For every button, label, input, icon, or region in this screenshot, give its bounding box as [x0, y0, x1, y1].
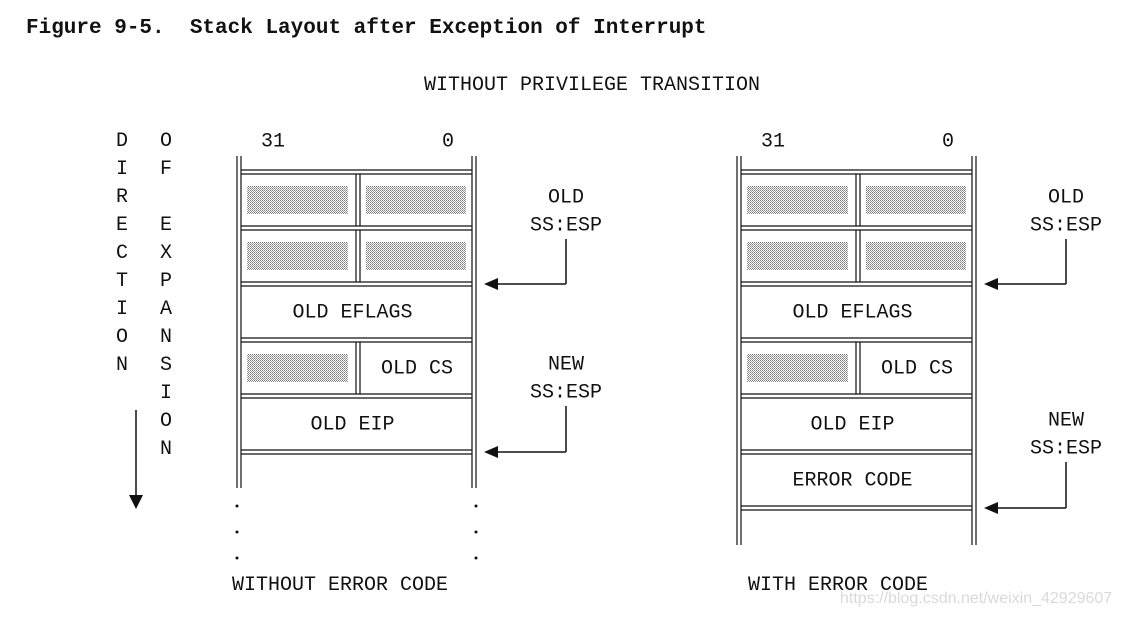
dir-col2-char: N — [159, 326, 172, 349]
left-stack-continuation-dot — [235, 504, 239, 508]
right-stack-reserved-shade — [747, 186, 848, 214]
dir-col1-char: N — [115, 354, 128, 377]
dir-col1-char: D — [115, 130, 128, 153]
left-stack-cell-label: OLD EIP — [310, 413, 394, 436]
left-stack-reserved-shade — [247, 354, 348, 382]
right-stack-new-ss-esp-line1: NEW — [1048, 409, 1084, 432]
dir-col2-char: S — [159, 354, 172, 377]
diagram-subtitle: WITHOUT PRIVILEGE TRANSITION — [424, 74, 761, 97]
figure-title: Figure 9-5. Stack Layout after Exception… — [26, 17, 707, 40]
right-stack-reserved-shade — [866, 186, 966, 214]
dir-col1-char: I — [115, 158, 128, 181]
dir-col2-char: A — [159, 298, 172, 321]
watermark: https://blog.csdn.net/weixin_42929607 — [840, 590, 1113, 607]
left-stack-old-ss-esp-line1: OLD — [548, 186, 584, 209]
left-stack-new-ss-esp-line1: NEW — [548, 353, 584, 376]
dir-col2-char: O — [159, 130, 172, 153]
left-stack-reserved-shade — [247, 186, 348, 214]
right-stack-reserved-shade — [866, 242, 966, 270]
dir-col2-char: N — [159, 438, 172, 461]
dir-col2-char: E — [159, 214, 172, 237]
right-stack-old-ss-esp-line1: OLD — [1048, 186, 1084, 209]
dir-col2-char: I — [159, 382, 172, 405]
left-stack-continuation-dot — [474, 504, 478, 508]
left-stack-old-ss-esp-arrowhead — [484, 278, 498, 290]
right-stack-new-ss-esp-arrowhead — [984, 502, 998, 514]
left-stack-bit-31-label: 31 — [261, 130, 285, 153]
right-stack-caption: WITH ERROR CODE — [748, 574, 929, 597]
right-stack-cell-label: OLD CS — [881, 357, 953, 380]
dir-col2-char: P — [159, 270, 172, 293]
right-stack-old-ss-esp-line2: SS:ESP — [1030, 214, 1102, 237]
left-stack-old-ss-esp-line2: SS:ESP — [530, 214, 602, 237]
left-stack-continuation-dot — [474, 530, 478, 534]
left-stack-continuation-dot — [235, 556, 239, 560]
left-stack-reserved-shade — [366, 186, 466, 214]
left-stack-bit-0-label: 0 — [442, 130, 454, 153]
right-stack-bit-0-label: 0 — [942, 130, 954, 153]
left-stack-reserved-shade — [366, 242, 466, 270]
dir-col1-char: E — [115, 214, 128, 237]
left-stack-caption: WITHOUT ERROR CODE — [232, 574, 449, 597]
right-stack-cell-label: OLD EIP — [810, 413, 894, 436]
right-stack-cell-label: OLD EFLAGS — [792, 301, 912, 324]
dir-col2-char: X — [159, 242, 172, 265]
dir-col1-char: O — [115, 326, 128, 349]
left-stack-new-ss-esp-arrowhead — [484, 446, 498, 458]
right-stack-bit-31-label: 31 — [761, 130, 785, 153]
right-stack-old-ss-esp-arrowhead — [984, 278, 998, 290]
dir-col1-char: C — [115, 242, 128, 265]
left-stack-new-ss-esp-line2: SS:ESP — [530, 381, 602, 404]
left-stack-cell-label: OLD CS — [381, 357, 453, 380]
right-stack-reserved-shade — [747, 354, 848, 382]
direction-arrowhead — [129, 495, 143, 509]
dir-col1-char: I — [115, 298, 128, 321]
dir-col1-char: T — [115, 270, 128, 293]
left-stack-reserved-shade — [247, 242, 348, 270]
dir-col2-char: O — [159, 410, 172, 433]
left-stack-continuation-dot — [474, 556, 478, 560]
left-stack-cell-label: OLD EFLAGS — [292, 301, 412, 324]
right-stack-reserved-shade — [747, 242, 848, 270]
dir-col2-char: F — [159, 158, 172, 181]
dir-col1-char: R — [115, 186, 128, 209]
left-stack-continuation-dot — [235, 530, 239, 534]
right-stack-cell-label: ERROR CODE — [792, 469, 912, 492]
right-stack-new-ss-esp-line2: SS:ESP — [1030, 437, 1102, 460]
